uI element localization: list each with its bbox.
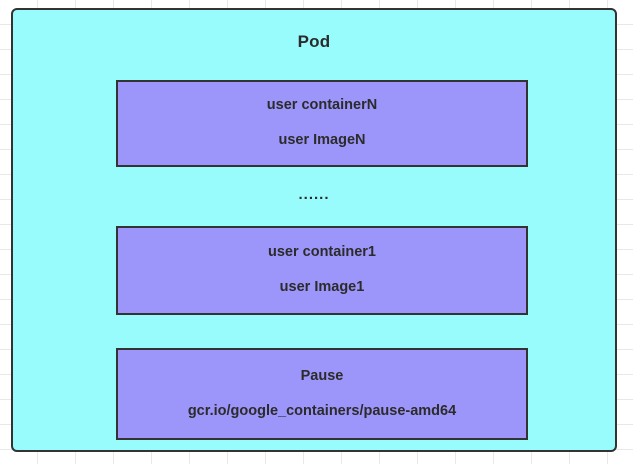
- pod-title: Pod: [297, 32, 331, 51]
- container-name-label: user containerN: [266, 97, 378, 114]
- container-box-pause[interactable]: Pause gcr.io/google_containers/pause-amd…: [116, 348, 528, 440]
- container-image-label: user ImageN: [278, 132, 366, 148]
- container-image-label: gcr.io/google_containers/pause-amd64: [187, 402, 457, 419]
- container-box-user-containerN[interactable]: user containerN user ImageN: [116, 80, 528, 167]
- container-name-label: user container1: [268, 244, 376, 261]
- container-box-user-container1[interactable]: user container1 user Image1: [116, 226, 528, 315]
- container-name-label: Pause: [300, 367, 344, 384]
- pod-container-box[interactable]: Pod user containerN user ImageN ...... u…: [11, 8, 617, 452]
- ellipsis-separator: ......: [298, 186, 330, 203]
- container-image-label: user Image1: [279, 279, 365, 295]
